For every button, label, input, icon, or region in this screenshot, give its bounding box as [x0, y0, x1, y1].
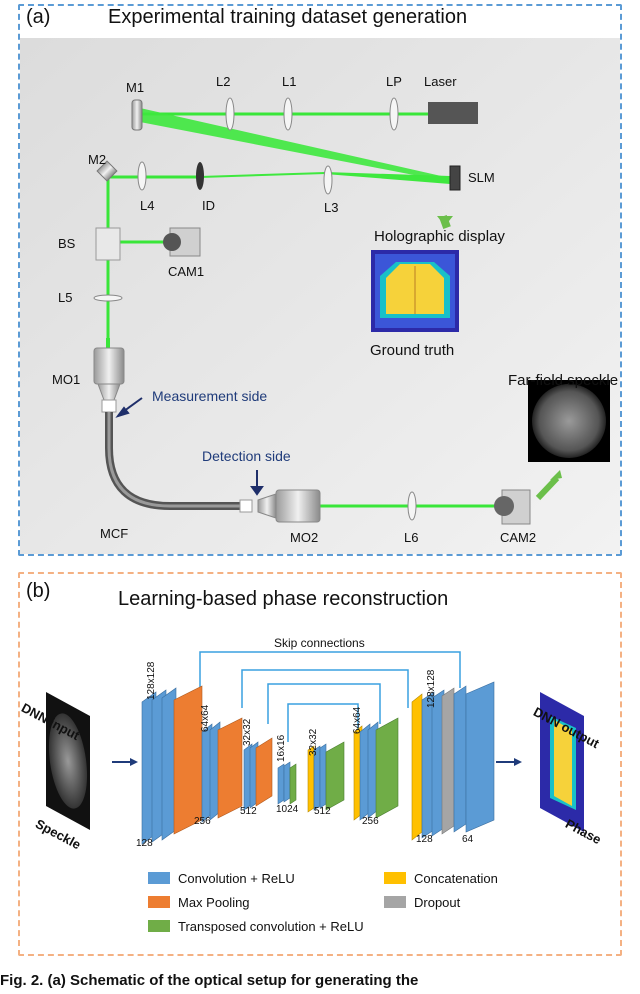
label-far-field-speckle: Far-field speckle — [508, 372, 619, 389]
label-cam2: CAM2 — [500, 530, 537, 545]
panel-b-title: Learning-based phase reconstruction — [118, 588, 449, 610]
legend-swatch-dropout — [384, 896, 406, 908]
label-skip-connections: Skip connections — [274, 636, 365, 650]
skip-connection-lines — [199, 651, 461, 742]
slm-device — [449, 165, 461, 191]
conv-layer-block — [359, 721, 379, 821]
label-measurement-side: Measurement side — [152, 388, 268, 404]
dnn-output-image — [540, 692, 584, 832]
label-ground-truth: Ground truth — [370, 342, 455, 359]
size-16: 16x16 — [276, 734, 287, 762]
lp-lens — [389, 97, 399, 131]
size-128: 128x128 — [146, 661, 157, 700]
m1-mirror — [131, 99, 143, 131]
size-32: 32x32 — [242, 718, 253, 746]
bottleneck-conv-block — [277, 761, 291, 805]
legend-swatch-maxpool — [148, 896, 170, 908]
label-cam1: CAM1 — [168, 264, 205, 279]
l6-lens — [407, 491, 417, 521]
unet-architecture-diagram — [46, 651, 584, 932]
label-lp: LP — [386, 74, 402, 89]
dnn-input-image — [46, 692, 90, 830]
size-128b: 128x128 — [426, 669, 437, 708]
conv-layer-block — [141, 687, 177, 845]
label-l1: L1 — [282, 74, 297, 89]
dropout-layer-block — [441, 687, 455, 835]
panel-b-label: (b) — [26, 580, 51, 602]
l5-lens — [93, 294, 123, 302]
transposed-conv-block — [375, 717, 399, 819]
iris-diaphragm — [196, 162, 204, 190]
legend-label-dropout: Dropout — [414, 895, 461, 910]
l4-lens — [137, 161, 147, 191]
label-l4: L4 — [140, 198, 155, 213]
channels-64: 64 — [462, 834, 474, 845]
label-laser: Laser — [424, 74, 457, 89]
laser-source — [428, 102, 478, 124]
conv-layer-block — [421, 689, 445, 839]
channels-512b: 512 — [314, 806, 331, 817]
conv-layer-block — [201, 721, 221, 823]
channels-128b: 128 — [416, 834, 433, 845]
panel-a-title: Experimental training dataset generation — [108, 6, 468, 28]
conv-layer-block — [313, 743, 327, 811]
legend-label-maxpool: Max Pooling — [178, 895, 250, 910]
m2-mirror — [96, 160, 118, 182]
label-mo1: MO1 — [52, 372, 81, 387]
mo2-objective — [257, 489, 321, 523]
panel-a-label: (a) — [26, 6, 51, 28]
beam-splitter — [95, 227, 121, 261]
figure-caption: Fig. 2. (a) Schematic of the optical set… — [0, 972, 419, 989]
size-64b: 64x64 — [352, 706, 363, 734]
legend-swatch-transposed — [148, 920, 170, 932]
label-slm: SLM — [468, 170, 495, 185]
label-l3: L3 — [324, 200, 339, 215]
size-32b: 32x32 — [308, 728, 319, 756]
channels-256b: 256 — [362, 816, 379, 827]
label-id: ID — [202, 198, 215, 213]
channels-256: 256 — [194, 816, 211, 827]
label-holographic-display: Holographic display — [374, 228, 505, 245]
conv-layer-block — [243, 741, 259, 811]
label-m1: M1 — [126, 80, 145, 95]
label-l2: L2 — [216, 74, 231, 89]
label-detection-side: Detection side — [202, 448, 291, 464]
label-m2: M2 — [88, 152, 107, 167]
l1-lens — [283, 97, 293, 131]
label-mo2: MO2 — [290, 530, 319, 545]
channels-1024: 1024 — [276, 804, 299, 815]
maxpool-layer-block — [255, 737, 273, 807]
l3-lens — [323, 165, 333, 195]
transposed-conv-block — [325, 741, 345, 811]
concat-layer-block — [411, 693, 423, 841]
l2-lens — [225, 97, 235, 131]
legend-swatch-concat — [384, 872, 406, 884]
label-mcf: MCF — [100, 526, 129, 541]
maxpool-layer-block — [173, 685, 203, 835]
ground-truth-image — [371, 250, 459, 332]
label-l6: L6 — [404, 530, 419, 545]
maxpool-layer-block — [217, 717, 243, 819]
conv-layer-block — [453, 681, 495, 833]
panel-a — [18, 4, 622, 556]
transposed-conv-block — [289, 763, 297, 805]
channels-128: 128 — [136, 838, 153, 849]
channels-512: 512 — [240, 806, 257, 817]
green-arrow-icon — [437, 214, 562, 501]
panel-b — [18, 572, 622, 956]
optical-setup-diagram — [20, 38, 620, 554]
label-bs: BS — [58, 236, 76, 251]
size-64: 64x64 — [200, 704, 211, 732]
legend-label-conv: Convolution + ReLU — [178, 871, 295, 886]
legend-label-concat: Concatenation — [414, 871, 498, 886]
label-l5: L5 — [58, 290, 73, 305]
navy-arrow-icon — [115, 397, 264, 496]
legend-swatch-conv — [148, 872, 170, 884]
cam1-body — [169, 227, 201, 257]
far-field-speckle-image — [528, 380, 610, 462]
legend-label-transposed: Transposed convolution + ReLU — [178, 919, 364, 934]
